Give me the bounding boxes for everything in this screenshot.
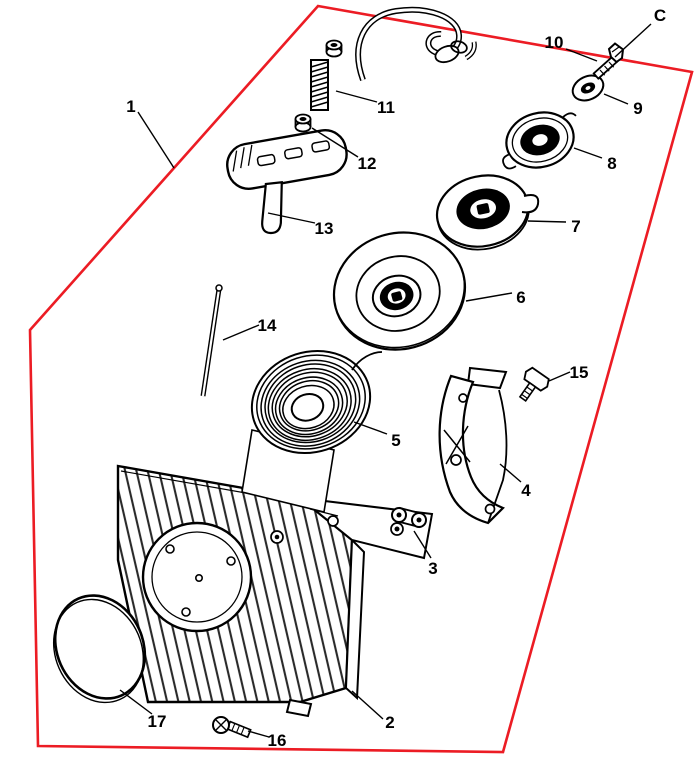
section-border	[28, 4, 694, 754]
part-rod	[200, 284, 223, 397]
leader-line-6	[465, 292, 513, 302]
part-rope-ferrule-upper	[325, 39, 343, 58]
part-spring	[310, 59, 329, 111]
callout-label-10: 10	[545, 33, 564, 52]
part-rope-rotor	[332, 231, 467, 351]
callout-label-13: 13	[315, 219, 334, 238]
leader-line-13	[267, 212, 316, 224]
part-washer	[571, 74, 605, 102]
callout-labels: 1 2 3 4 5 6 7 8 9 10 11 12 13 14 15 16 1…	[126, 6, 666, 750]
leader-line-4	[499, 463, 522, 483]
leader-line-7	[527, 220, 567, 223]
leader-line-c	[614, 23, 652, 58]
leader-line-14	[222, 324, 260, 341]
leader-line-17	[119, 689, 153, 715]
callout-label-1: 1	[126, 97, 135, 116]
callout-label-5: 5	[391, 431, 400, 450]
callout-label-7: 7	[571, 217, 580, 236]
part-pawl-assembly	[502, 111, 577, 170]
leader-line-5	[353, 421, 388, 435]
leader-line-15	[548, 371, 571, 382]
leader-line-10	[565, 48, 598, 62]
leader-line-2	[351, 690, 384, 720]
part-clip	[391, 506, 427, 529]
callout-label-17: 17	[148, 712, 167, 731]
part-screw-bracket	[518, 366, 550, 402]
callout-label-14: 14	[258, 316, 277, 335]
part-rope-bushing	[294, 113, 312, 133]
part-starter-handle	[226, 129, 348, 235]
leader-line-1	[137, 111, 175, 169]
leader-lines	[119, 23, 652, 738]
callout-label-15: 15	[570, 363, 589, 382]
part-starter-drum	[435, 174, 540, 251]
callout-label-6: 6	[516, 288, 525, 307]
part-rewind-spring	[250, 349, 383, 455]
leader-line-9	[603, 93, 629, 105]
callout-label-16: 16	[268, 731, 287, 750]
part-starter-rope	[355, 6, 477, 82]
part-screw-top	[592, 42, 625, 80]
part-bracket	[438, 366, 508, 525]
leader-line-8	[573, 147, 603, 159]
leader-line-12	[311, 127, 359, 158]
callout-label-9: 9	[633, 99, 642, 118]
leader-line-11	[335, 90, 378, 103]
callout-label-11: 11	[377, 98, 395, 117]
callout-label-3: 3	[428, 559, 437, 578]
leader-line-3	[413, 530, 432, 559]
leader-line-16	[247, 730, 270, 738]
part-screw-housing	[212, 716, 252, 739]
callout-label-2: 2	[385, 713, 394, 732]
callout-label-12: 12	[358, 154, 377, 173]
callout-label-c: C	[654, 6, 666, 25]
part-oval-cover	[52, 594, 147, 704]
part-fan-housing	[116, 429, 434, 718]
callout-label-8: 8	[607, 154, 616, 173]
callout-label-4: 4	[521, 481, 531, 500]
